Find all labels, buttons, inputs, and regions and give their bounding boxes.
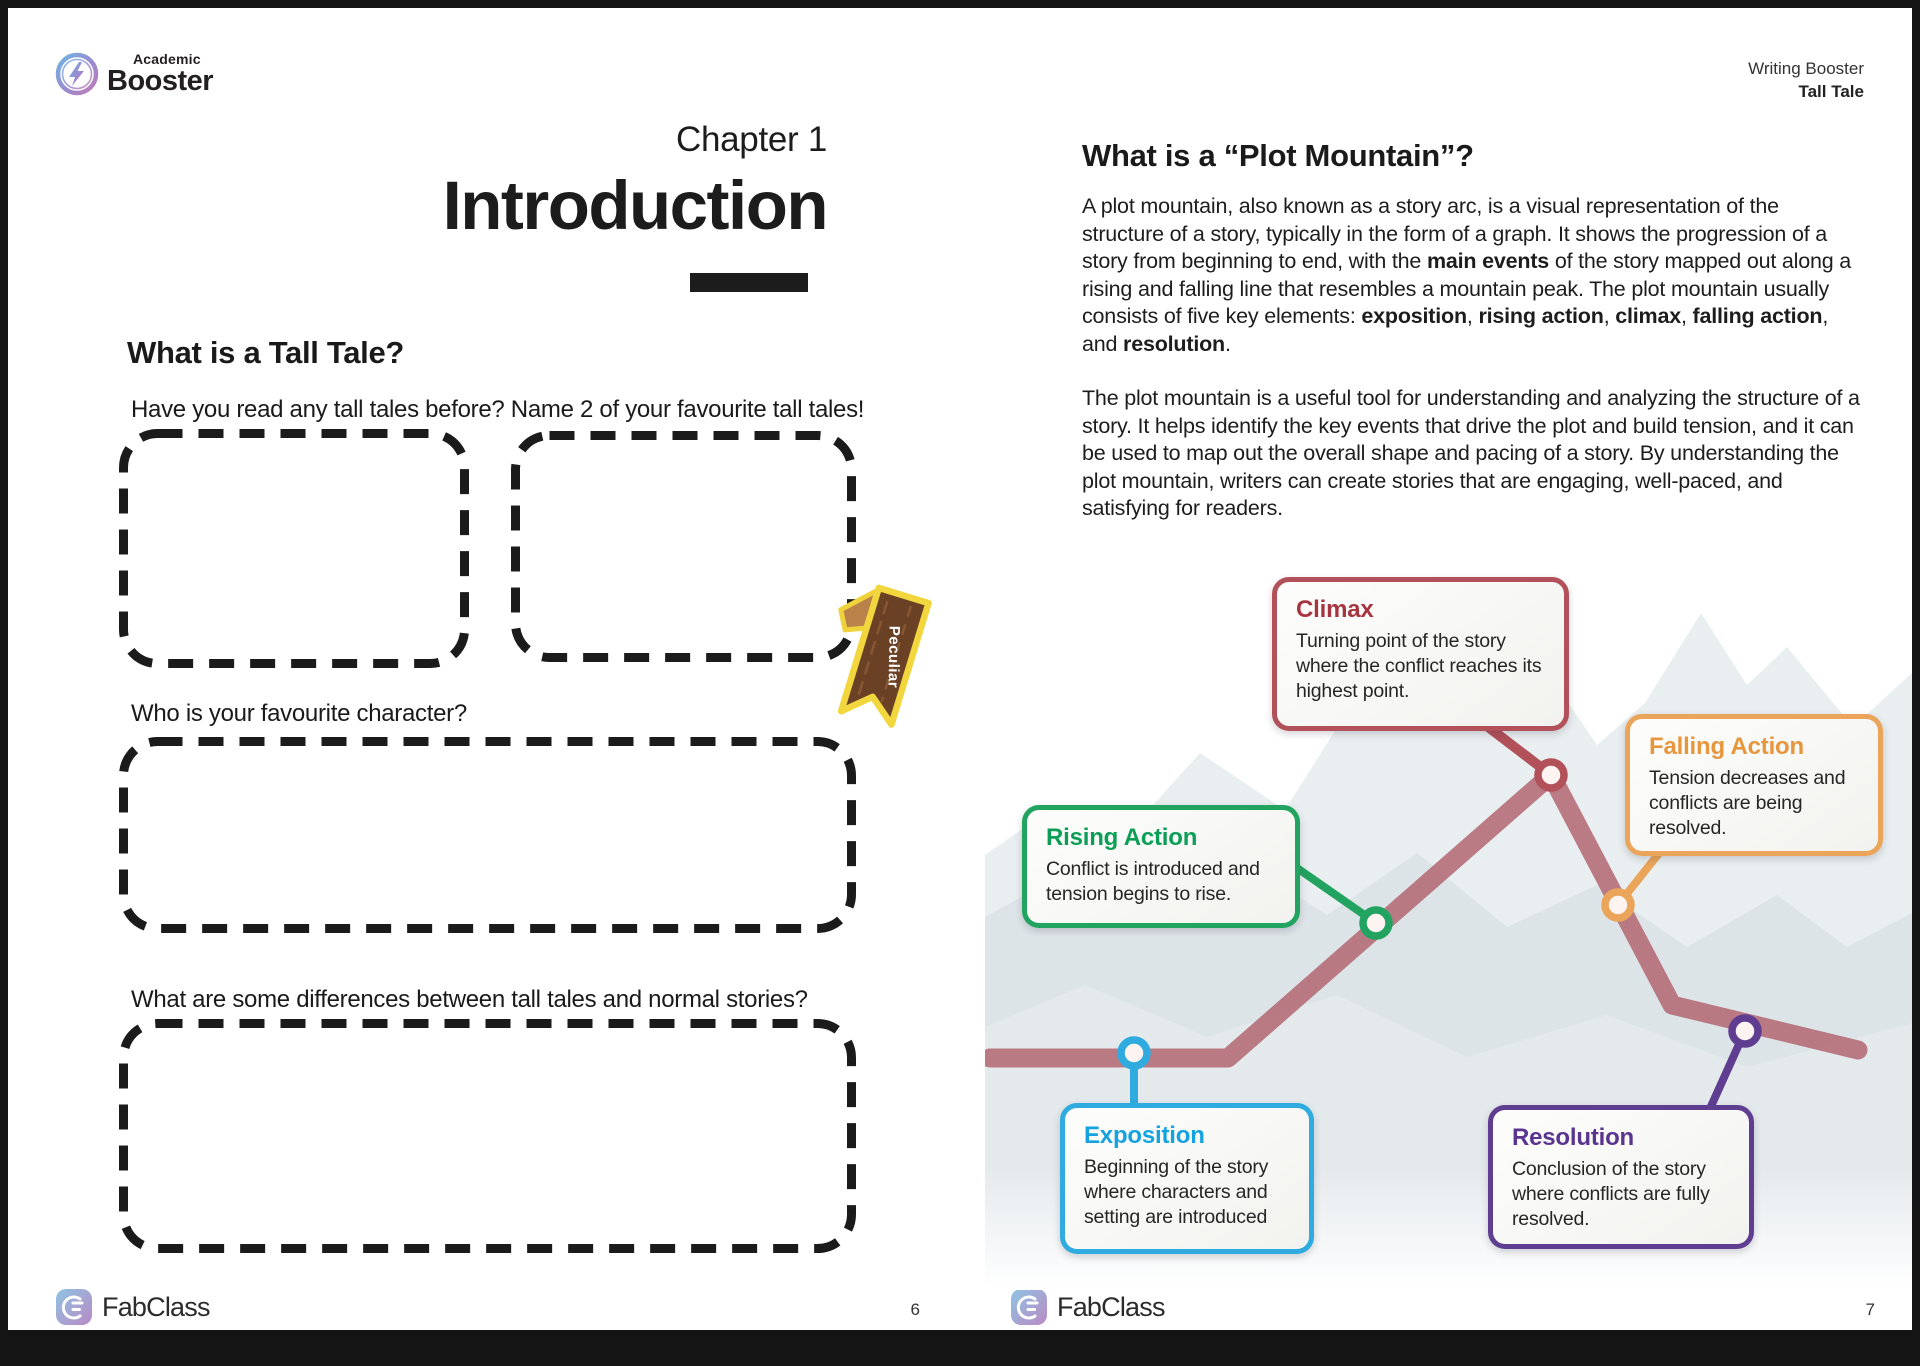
fabclass-wordmark: FabClass bbox=[102, 1291, 210, 1322]
academic-booster-logo-icon bbox=[55, 52, 99, 96]
callout-exposition: Exposition Beginning of the story where … bbox=[1060, 1103, 1314, 1254]
answer-box-tale-1 bbox=[119, 429, 469, 668]
callout-rising-action: Rising Action Conflict is introduced and… bbox=[1022, 805, 1300, 928]
logo-bottom-text: Booster bbox=[107, 65, 214, 97]
callout-climax-title: Climax bbox=[1296, 596, 1374, 623]
fabclass-logo-icon bbox=[56, 1289, 92, 1325]
logo-top-text: Academic bbox=[133, 51, 201, 67]
fabclass-footer-right: FabClass bbox=[1010, 1288, 1165, 1326]
fabclass-logo-icon bbox=[1011, 1289, 1047, 1325]
question-1: Have you read any tall tales before? Nam… bbox=[131, 396, 865, 423]
callout-exposition-body: Beginning of the story where characters … bbox=[1084, 1156, 1269, 1228]
callout-climax-body: Turning point of the story where the con… bbox=[1296, 630, 1542, 702]
callout-resolution-body: Conclusion of the story where conflicts … bbox=[1512, 1158, 1710, 1230]
callout-exposition-title: Exposition bbox=[1084, 1122, 1205, 1149]
fabclass-footer-left: FabClass bbox=[55, 1288, 210, 1326]
node-climax bbox=[1534, 758, 1568, 792]
question-2: Who is your favourite character? bbox=[131, 700, 467, 727]
title-underline-bar bbox=[690, 273, 808, 292]
ribbon-label: Peculiar bbox=[885, 626, 903, 689]
page-number-right: 7 bbox=[1865, 1300, 1875, 1319]
callout-falling-title: Falling Action bbox=[1649, 733, 1804, 760]
node-falling-action bbox=[1601, 888, 1635, 922]
section-heading: What is a Tall Tale? bbox=[127, 335, 405, 370]
question-3: What are some differences between tall t… bbox=[131, 986, 808, 1013]
callout-falling-body: Tension decreases and conflicts are bein… bbox=[1649, 767, 1846, 839]
callout-falling-action: Falling Action Tension decreases and con… bbox=[1625, 714, 1883, 856]
chapter-block: Chapter 1 Introduction bbox=[300, 120, 829, 245]
document-reference: Writing Booster Tall Tale bbox=[1564, 58, 1864, 104]
ribbon-peculiar-icon: Peculiar bbox=[837, 584, 932, 728]
answer-box-differences bbox=[119, 1019, 856, 1253]
callout-climax: Climax Turning point of the story where … bbox=[1272, 577, 1569, 731]
plot-mountain-paragraph-2: The plot mountain is a useful tool for u… bbox=[1082, 386, 1860, 520]
lightning-bolt-icon bbox=[69, 62, 84, 86]
plot-mountain-heading: What is a “Plot Mountain”? bbox=[1082, 138, 1474, 173]
node-rising-action bbox=[1359, 906, 1393, 940]
answer-box-tale-2 bbox=[511, 431, 856, 662]
academic-booster-wordmark: Academic Booster bbox=[107, 51, 214, 97]
page-title: Introduction bbox=[442, 167, 829, 244]
page-number-left: 6 bbox=[910, 1300, 920, 1319]
plot-mountain-paragraph-1: A plot mountain, also known as a story a… bbox=[1082, 194, 1852, 356]
callout-resolution: Resolution Conclusion of the story where… bbox=[1488, 1105, 1754, 1249]
fabclass-wordmark: FabClass bbox=[1057, 1291, 1165, 1322]
doc-ref-series: Writing Booster bbox=[1748, 59, 1864, 78]
callout-rising-body: Conflict is introduced and tension begin… bbox=[1046, 858, 1260, 905]
callout-rising-title: Rising Action bbox=[1046, 824, 1198, 851]
callout-resolution-title: Resolution bbox=[1512, 1124, 1634, 1151]
node-exposition bbox=[1117, 1036, 1151, 1070]
academic-booster-logo: Academic Booster bbox=[55, 51, 214, 97]
doc-ref-topic: Tall Tale bbox=[1798, 81, 1864, 101]
chapter-label: Chapter 1 bbox=[675, 120, 827, 159]
node-resolution bbox=[1728, 1014, 1762, 1048]
answer-box-character bbox=[119, 737, 856, 933]
